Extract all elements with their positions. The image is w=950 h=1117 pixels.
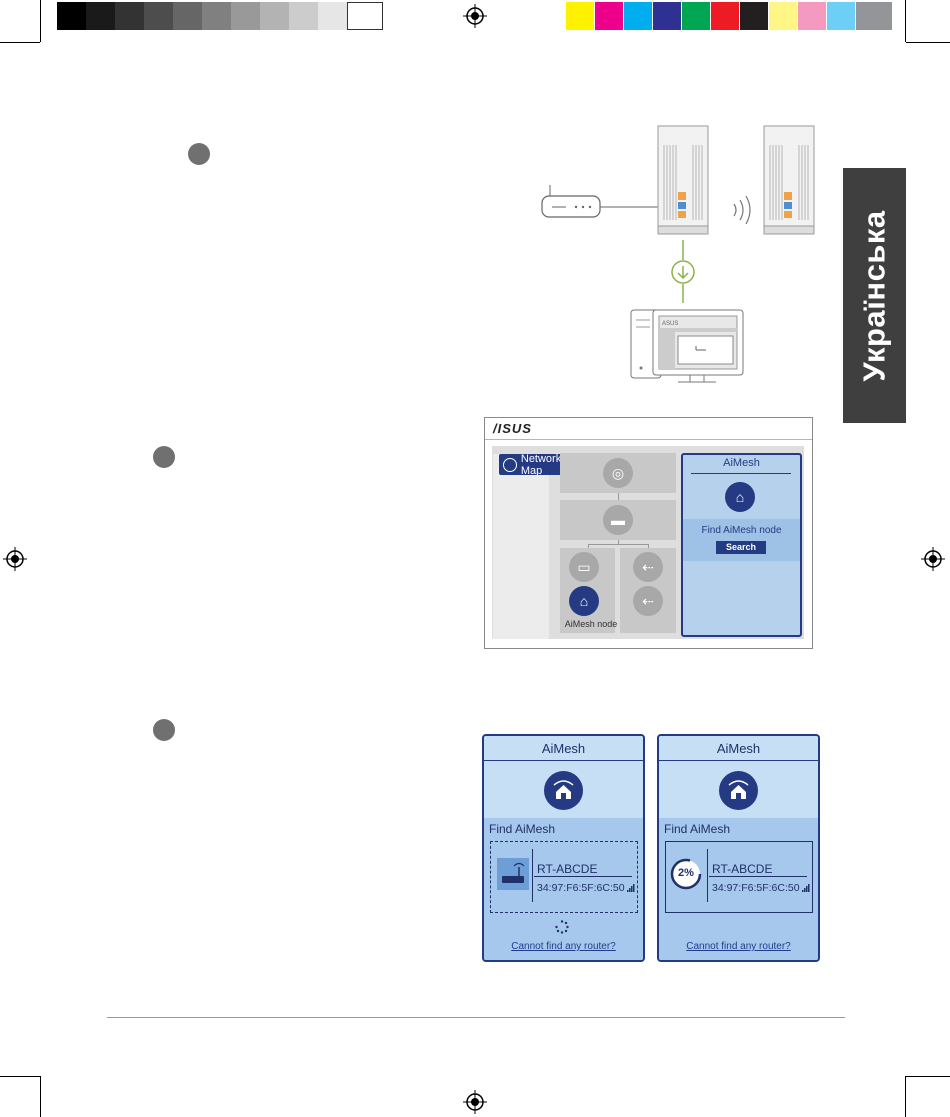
crop-mark [40, 0, 41, 42]
router-icon [497, 858, 529, 890]
globe-icon [503, 458, 517, 472]
color-swatch [289, 2, 318, 30]
aimesh-icon [544, 771, 583, 810]
color-swatch [115, 2, 144, 30]
device-mac: 34:97:F6:5F:6C:50 [712, 882, 800, 894]
divider [534, 876, 632, 877]
device-name: RT-ABCDE [537, 862, 597, 876]
divider [659, 760, 818, 761]
color-swatch [856, 2, 892, 30]
aimesh-icon: ⌂ [725, 482, 755, 512]
asus-logo: /ISUS [493, 421, 532, 436]
color-swatch [682, 2, 710, 30]
aimesh-node-label: AiMesh node [561, 619, 621, 629]
color-swatch [173, 2, 202, 30]
usb-icon: ⇠ [633, 552, 663, 582]
color-swatch [740, 2, 768, 30]
search-button[interactable]: Search [716, 541, 766, 554]
card-title: AiMesh [659, 741, 818, 756]
crop-mark [905, 0, 906, 42]
color-swatch [566, 2, 594, 30]
color-swatch [769, 2, 797, 30]
setup-diagram: ASUS [538, 120, 823, 385]
color-swatch [260, 2, 289, 30]
card-title: AiMesh [484, 741, 643, 756]
network-map-panel: /ISUS Network Map ◎ ▬ ▭ ⌂ AiMesh node ⇠ … [484, 417, 813, 649]
monitor-brand: ASUS [662, 321, 678, 327]
color-swatch [86, 2, 115, 30]
find-aimesh-label: Find AiMesh [664, 822, 730, 836]
aimesh-node-icon: ⌂ [569, 586, 599, 616]
divider [532, 849, 533, 902]
color-swatch [202, 2, 231, 30]
crop-mark [0, 1076, 40, 1077]
registration-mark-icon [3, 547, 27, 571]
crop-mark [905, 1076, 906, 1117]
signal-icon [627, 884, 635, 892]
step-bullet [188, 143, 210, 165]
signal-icon [802, 884, 810, 892]
router-icon [658, 126, 708, 234]
divider [691, 473, 791, 474]
color-swatch [624, 2, 652, 30]
connector-line [618, 493, 619, 500]
connector-line [588, 544, 649, 545]
crop-mark [40, 1076, 41, 1117]
map-sidebar [493, 454, 549, 639]
language-tab-label: Українська [857, 210, 893, 381]
step-bullet [153, 446, 175, 468]
divider [484, 760, 643, 761]
device-name: RT-ABCDE [712, 862, 772, 876]
color-swatch [347, 2, 383, 30]
divider [707, 849, 708, 902]
registration-mark-icon [463, 1090, 487, 1114]
device-mac: 34:97:F6:5F:6C:50 [537, 882, 625, 894]
cannot-find-router-link[interactable]: Cannot find any router? [484, 941, 643, 952]
color-swatch [711, 2, 739, 30]
aimesh-title: AiMesh [683, 457, 800, 469]
color-swatch [57, 2, 86, 30]
panel-header: /ISUS [485, 418, 812, 440]
crop-mark [906, 42, 950, 43]
modem-icon [542, 185, 658, 217]
router-icon: ▬ [603, 505, 633, 535]
node-router-icon [764, 126, 814, 234]
find-aimesh-node-label: Find AiMesh node [683, 525, 800, 536]
color-swatch [653, 2, 681, 30]
registration-mark-icon [921, 547, 945, 571]
color-swatch [318, 2, 347, 30]
crop-mark [906, 1076, 950, 1077]
usb-icon: ⇠ [633, 586, 663, 616]
find-aimesh-label: Find AiMesh [489, 822, 555, 836]
computer-icon: ▭ [569, 552, 599, 582]
language-tab: Українська [843, 168, 906, 423]
footer-rule [107, 1017, 845, 1018]
color-swatch [144, 2, 173, 30]
step-bullet [153, 719, 175, 741]
color-swatch [798, 2, 826, 30]
aimesh-card: AiMesh ⌂ Find AiMesh node Search [681, 453, 802, 637]
computer-icon: ASUS [631, 310, 743, 382]
color-swatch [595, 2, 623, 30]
loading-spinner-icon [555, 920, 569, 934]
find-aimesh-card-searching: AiMesh Find AiMesh RT-ABCDE 34:97:F6:5F:… [482, 734, 645, 962]
progress-percent: 2% [669, 867, 703, 879]
crop-mark [0, 42, 40, 43]
color-swatch [827, 2, 855, 30]
cannot-find-router-link[interactable]: Cannot find any router? [659, 941, 818, 952]
divider [709, 876, 807, 877]
registration-mark-icon [463, 4, 487, 28]
color-swatch [231, 2, 260, 30]
find-aimesh-card-progress: AiMesh Find AiMesh 2% RT-ABCDE 34:97:F6:… [657, 734, 820, 962]
aimesh-icon [719, 771, 758, 810]
globe-icon: ◎ [603, 458, 633, 488]
